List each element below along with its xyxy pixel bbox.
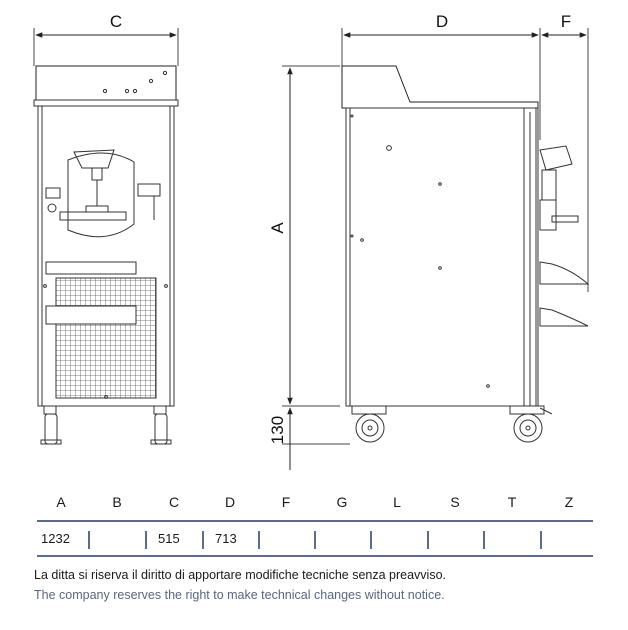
dimension-d-label: D [436,12,448,31]
header-l: L [393,494,401,510]
side-caster-left [351,405,387,443]
disclaimer-english: The company reserves the right to make t… [34,588,445,602]
dimension-table-header: A B C D F G L S T Z [37,494,593,516]
front-caster-right [150,405,172,445]
dimension-table-values: 1232 515 713 [37,531,593,553]
value-a: 1232 [41,531,70,546]
dimension-base-label: 130 [268,416,287,444]
side-hopper [341,65,539,109]
side-tray-lower [539,307,589,327]
separator [145,531,147,549]
side-tray-upper [539,261,590,285]
separator [314,531,316,549]
separator [202,531,204,549]
separator [258,531,260,549]
freezing-cylinder-door [67,152,135,238]
front-view [33,28,179,445]
separator [88,531,90,549]
value-c: 515 [158,531,180,546]
header-t: T [507,494,517,510]
disclaimer-italian: La ditta si riserva il diritto di apport… [34,568,447,582]
table-top-rule [37,520,593,522]
separator [370,531,372,549]
header-d: D [224,494,236,510]
technical-drawing: C D F A 130 [33,12,590,470]
header-c: C [168,494,180,510]
header-z: Z [564,494,574,510]
front-caster-left [40,405,62,445]
dimension-f-label: F [561,12,571,31]
side-cabinet [345,107,537,407]
front-control-panel [35,65,177,103]
side-caster-right [509,405,553,443]
header-s: S [450,494,460,510]
separator [540,531,542,549]
side-view [282,28,590,470]
front-vent-grille [55,277,157,399]
header-a: A [56,494,66,510]
value-d: 713 [215,531,237,546]
dimension-c-label: C [110,12,122,31]
dimension-a-label: A [268,222,287,234]
table-bottom-rule [37,555,593,557]
separator [427,531,429,549]
header-b: B [112,494,122,510]
dimension-table: A B C D F G L S T Z 1232 515 713 [37,494,593,557]
header-f: F [281,494,291,510]
separator [483,531,485,549]
header-g: G [336,494,348,510]
